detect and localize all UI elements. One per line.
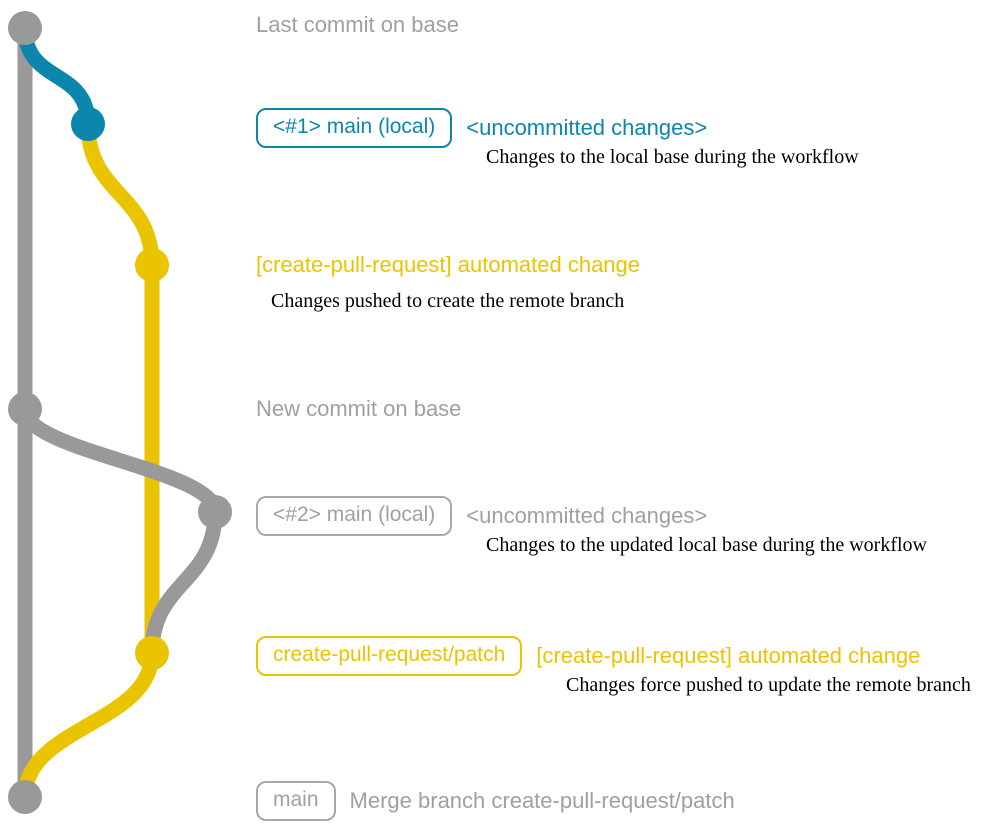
branch-badge-main-local-2[interactable]: <#2> main (local): [256, 496, 453, 536]
commit-description-remote-2: Changes force pushed to update the remot…: [566, 674, 971, 696]
branch-badge-create-pull-request-patch[interactable]: create-pull-request/patch: [256, 636, 523, 676]
branch-badge-main-local-1[interactable]: <#1> main (local): [256, 108, 453, 148]
branch-badge-main[interactable]: main: [256, 781, 336, 821]
commit-subject-remote-2: [create-pull-request] automated change: [536, 643, 921, 668]
commit-row-base-new: New commit on base: [256, 396, 461, 422]
commit-subject-local-2: <uncommitted changes>: [466, 503, 708, 528]
commit-subject-local-1: <uncommitted changes>: [466, 115, 708, 140]
commit-description-remote-1: Changes pushed to create the remote bran…: [271, 290, 625, 312]
commit-row-base-last: Last commit on base: [256, 12, 459, 38]
edge-basenew-to-local2: [17, 401, 223, 520]
commit-row-base-merge: main Merge branch create-pull-request/pa…: [256, 781, 735, 821]
commit-subject-remote-1: [create-pull-request] automated change: [256, 252, 641, 277]
commit-subject-base-new: New commit on base: [256, 396, 462, 421]
commit-subject-base-merge: Merge branch create-pull-request/patch: [349, 788, 735, 813]
commit-node-local-2[interactable]: [198, 495, 232, 529]
commit-node-remote-2[interactable]: [135, 636, 169, 670]
commit-row-remote-2: create-pull-request/patch [create-pull-r…: [256, 636, 920, 676]
commit-subject-base-last: Last commit on base: [256, 12, 459, 37]
commit-node-remote-1[interactable]: [135, 248, 169, 282]
commit-row-local-1: <#1> main (local) <uncommitted changes>: [256, 108, 707, 148]
commit-description-local-1: Changes to the local base during the wor…: [486, 146, 859, 168]
commit-row-local-2: <#2> main (local) <uncommitted changes>: [256, 496, 707, 536]
commit-node-base-new[interactable]: [8, 392, 42, 426]
edge-local1-to-remote1: [80, 116, 160, 273]
edge-remote2-to-merge: [17, 645, 160, 805]
commit-node-base-last[interactable]: [8, 11, 42, 45]
edge-base-to-local1: [17, 20, 96, 132]
commit-row-remote-1: [create-pull-request] automated change: [256, 252, 640, 278]
commit-node-base-merge[interactable]: [8, 780, 42, 814]
edge-local2-to-remote2: [144, 504, 223, 661]
commit-description-local-2: Changes to the updated local base during…: [486, 534, 927, 556]
commit-node-local-1[interactable]: [71, 107, 105, 141]
